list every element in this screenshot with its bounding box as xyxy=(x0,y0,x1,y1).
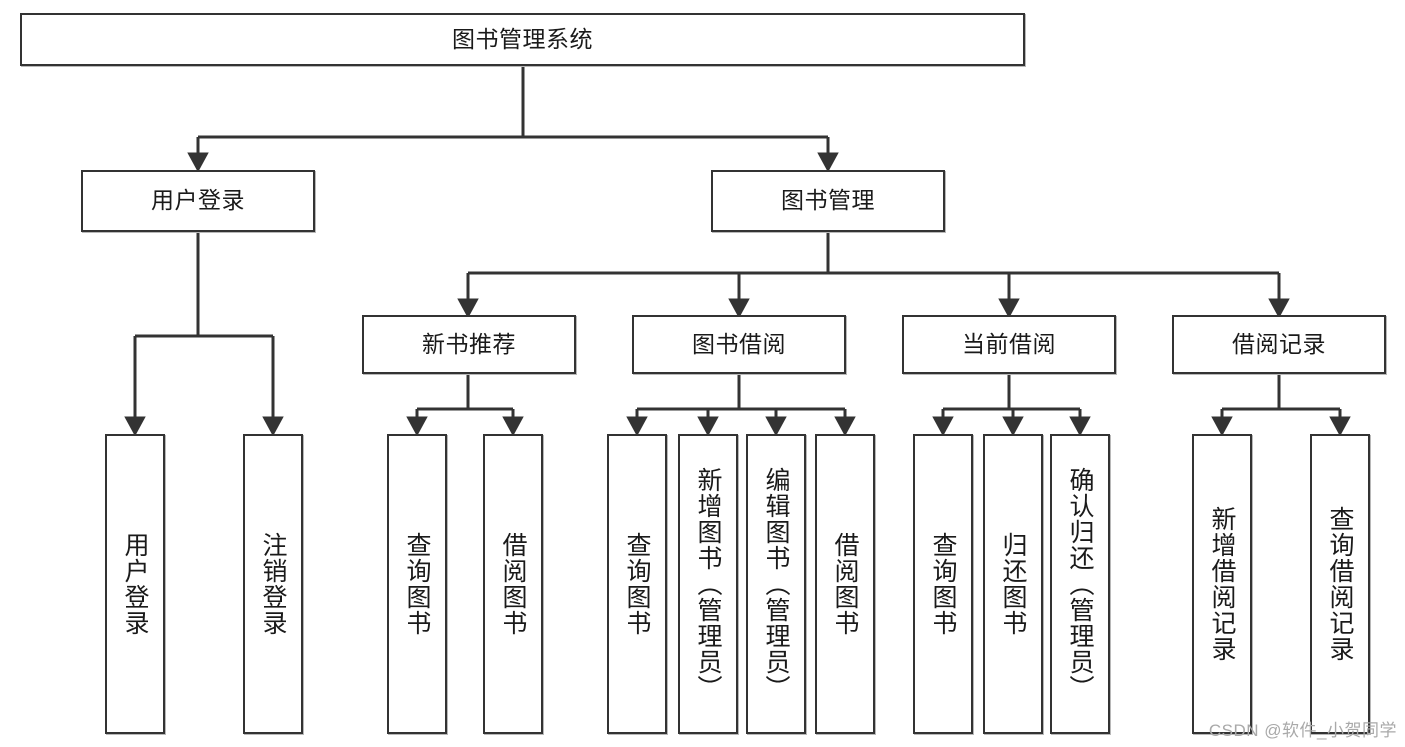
leaf-query-record-label: 查询借阅记录 xyxy=(1326,506,1354,662)
node-borrow-record-label: 借阅记录 xyxy=(1232,330,1326,357)
node-user-login[interactable]: 用户登录 xyxy=(81,170,315,232)
leaf-query-book-3-label: 查询图书 xyxy=(929,532,957,636)
node-root[interactable]: 图书管理系统 xyxy=(20,13,1025,66)
leaf-logout-login[interactable]: 注销登录 xyxy=(243,434,303,734)
leaf-return-book[interactable]: 归还图书 xyxy=(983,434,1043,734)
leaf-query-book-1-label: 查询图书 xyxy=(403,532,431,636)
leaf-edit-book[interactable]: 编辑图书（管理员） xyxy=(746,434,806,734)
node-borrow-record[interactable]: 借阅记录 xyxy=(1172,315,1386,374)
leaf-borrow-book-2[interactable]: 借阅图书 xyxy=(815,434,875,734)
watermark: CSDN @软件_小贺同学 xyxy=(1208,721,1397,740)
node-book-borrow-label: 图书借阅 xyxy=(692,330,786,357)
node-book-management-label: 图书管理 xyxy=(781,187,875,214)
leaf-user-login-label: 用户登录 xyxy=(121,532,149,636)
leaf-borrow-book-1-label: 借阅图书 xyxy=(499,532,527,636)
leaf-add-record[interactable]: 新增借阅记录 xyxy=(1192,434,1252,734)
leaf-confirm-return[interactable]: 确认归还（管理员） xyxy=(1050,434,1110,734)
node-book-borrow[interactable]: 图书借阅 xyxy=(632,315,846,374)
leaf-query-book-2[interactable]: 查询图书 xyxy=(607,434,667,734)
node-current-borrow-label: 当前借阅 xyxy=(962,330,1056,357)
node-current-borrow[interactable]: 当前借阅 xyxy=(902,315,1116,374)
node-new-book-recommend[interactable]: 新书推荐 xyxy=(362,315,576,374)
leaf-query-record[interactable]: 查询借阅记录 xyxy=(1310,434,1370,734)
leaf-borrow-book-1[interactable]: 借阅图书 xyxy=(483,434,543,734)
leaf-query-book-1[interactable]: 查询图书 xyxy=(387,434,447,734)
node-new-book-recommend-label: 新书推荐 xyxy=(422,330,516,357)
leaf-return-book-label: 归还图书 xyxy=(999,532,1027,636)
node-book-management[interactable]: 图书管理 xyxy=(711,170,945,232)
leaf-add-book-label: 新增图书（管理员） xyxy=(694,467,722,701)
leaf-query-book-3[interactable]: 查询图书 xyxy=(913,434,973,734)
leaf-borrow-book-2-label: 借阅图书 xyxy=(831,532,859,636)
leaf-confirm-return-label: 确认归还（管理员） xyxy=(1066,467,1094,701)
node-root-label: 图书管理系统 xyxy=(452,25,593,52)
leaf-logout-login-label: 注销登录 xyxy=(259,532,287,636)
leaf-user-login[interactable]: 用户登录 xyxy=(105,434,165,734)
leaf-add-book[interactable]: 新增图书（管理员） xyxy=(678,434,738,734)
leaf-query-book-2-label: 查询图书 xyxy=(623,532,651,636)
node-user-login-label: 用户登录 xyxy=(151,187,245,214)
leaf-edit-book-label: 编辑图书（管理员） xyxy=(762,467,790,701)
leaf-add-record-label: 新增借阅记录 xyxy=(1208,506,1236,662)
